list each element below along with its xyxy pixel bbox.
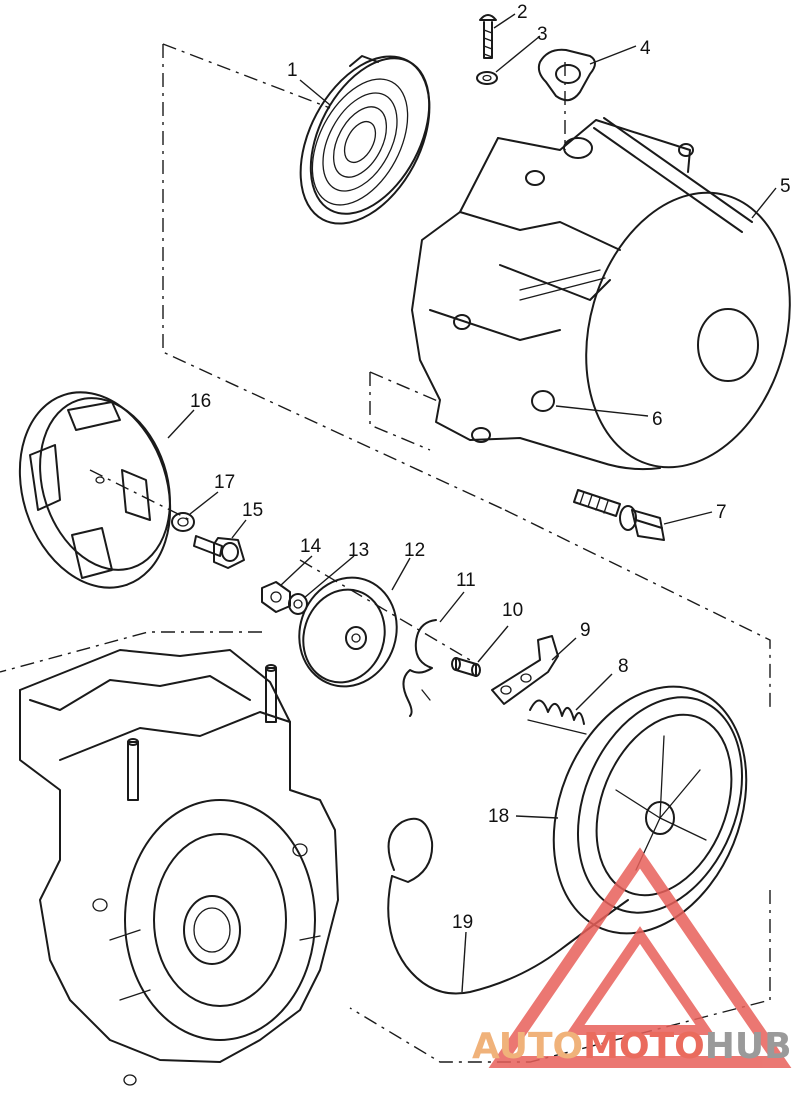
spring-clip <box>402 619 437 717</box>
watermark-moto: MOTO <box>583 1026 705 1067</box>
screw <box>479 14 497 59</box>
callout-12: 12 <box>404 540 425 561</box>
callout-7: 7 <box>716 502 727 523</box>
watermark-text: AUTOMOTOHUB <box>472 1026 792 1067</box>
watermark-auto: AUTO <box>472 1026 583 1067</box>
pawl <box>491 635 559 705</box>
rope-pulley <box>552 685 748 935</box>
callout-18: 18 <box>488 806 509 827</box>
cup-washer <box>171 512 195 532</box>
callout-5: 5 <box>780 176 791 197</box>
bolt <box>573 489 665 541</box>
pawl-pin <box>451 657 481 677</box>
pawl-spring <box>527 699 587 735</box>
callout-14: 14 <box>300 536 322 557</box>
watermark-logo <box>488 847 792 1068</box>
callout-6: 6 <box>652 409 663 430</box>
plate-washer <box>288 593 308 615</box>
rope-guide <box>537 48 596 102</box>
leader-lines <box>167 13 777 993</box>
watermark-triangle-outer <box>488 847 792 1068</box>
callout-1: 1 <box>287 60 298 81</box>
starter-housing <box>411 117 791 471</box>
svg-text:AUTOMOTOHUB: AUTOMOTOHUB <box>472 1026 792 1067</box>
callout-labels: 1 2 3 4 5 6 7 8 9 10 11 12 13 14 15 16 1… <box>190 2 791 933</box>
callout-13: 13 <box>348 540 369 561</box>
callout-9: 9 <box>580 620 591 641</box>
callout-10: 10 <box>502 600 523 621</box>
callout-2: 2 <box>517 2 528 23</box>
callout-3: 3 <box>537 24 548 45</box>
callout-17: 17 <box>214 472 235 493</box>
cup-bolt <box>193 535 245 569</box>
callout-8: 8 <box>618 656 629 677</box>
callout-11: 11 <box>456 570 476 591</box>
drive-cup <box>18 391 172 589</box>
callout-16: 16 <box>190 391 211 412</box>
nut <box>261 581 291 613</box>
washer <box>476 71 498 85</box>
starter-rope <box>387 817 629 995</box>
rewind-spring <box>299 55 431 225</box>
callout-4: 4 <box>640 38 651 59</box>
watermark-hub: HUB <box>705 1026 792 1067</box>
engine-crankcase <box>19 649 339 1086</box>
watermark-triangle-inner <box>565 926 715 1035</box>
callout-15: 15 <box>242 500 263 521</box>
callout-19: 19 <box>452 912 473 933</box>
friction-plate <box>298 576 398 688</box>
